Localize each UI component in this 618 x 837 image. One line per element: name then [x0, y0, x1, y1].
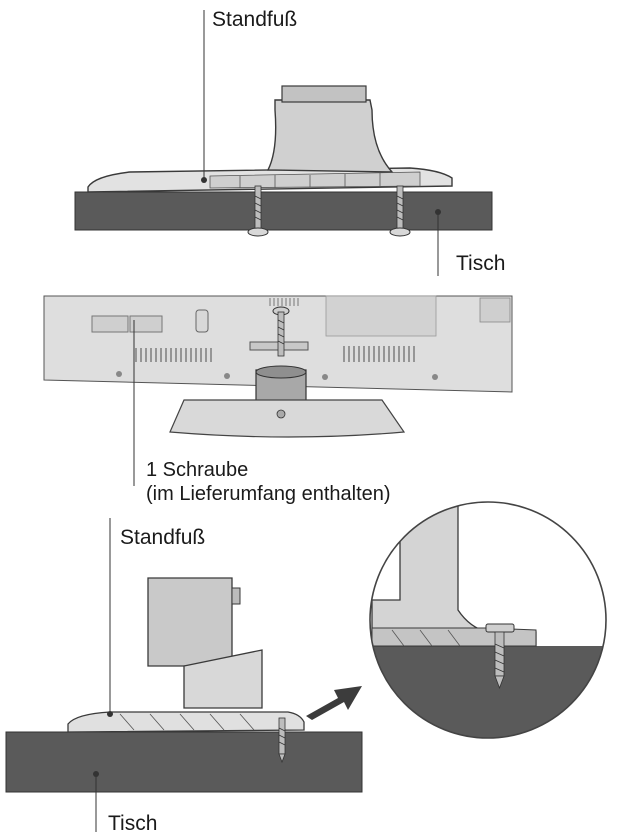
stand-ribs-bottom	[119, 713, 255, 731]
tv-vent-left	[135, 348, 212, 362]
screw-right-top	[389, 185, 411, 237]
label-stand-bottom: Standfuß	[120, 526, 205, 549]
arrow-to-detail	[306, 686, 362, 720]
leader-dot-table-bottom	[93, 771, 99, 777]
stand-base-screw-middle	[276, 409, 286, 419]
stand-neck-cap-top	[281, 85, 367, 103]
detail-screw	[485, 623, 515, 690]
stand-base-middle	[169, 399, 406, 438]
table-slab-bottom	[5, 731, 363, 793]
screw-bottom	[278, 717, 286, 764]
tv-connector-port	[195, 309, 209, 333]
tv-connector-block-1	[91, 315, 129, 333]
label-stand-top: Standfuß	[212, 8, 297, 31]
tv-body-side-tab	[231, 587, 241, 605]
tv-vent-right	[343, 346, 415, 362]
tv-body-side	[147, 577, 233, 667]
detail-table	[370, 646, 606, 738]
panel-top-side-view: Standfuß Tisch	[74, 8, 505, 276]
tv-vent-top	[269, 298, 299, 306]
panel-middle-tv-back: 1 Schraube (im Lieferumfang enthalten)	[43, 295, 513, 505]
screw-middle	[272, 306, 290, 357]
label-table-bottom: Tisch	[108, 812, 157, 835]
label-table-top: Tisch	[456, 252, 505, 275]
label-screw-line1: 1 Schraube	[146, 459, 248, 481]
tv-side-bracket	[479, 297, 511, 323]
stand-neck-ring-middle	[255, 365, 307, 379]
stand-neck-top	[266, 99, 394, 173]
stand-base-detail-top	[209, 171, 421, 189]
panel-bottom-side-view: Standfuß Tisch	[5, 501, 607, 835]
detail-magnifier	[369, 501, 607, 739]
stand-base-bottom	[67, 711, 305, 733]
leader-dot-stand-bottom	[107, 711, 113, 717]
screw-left-top	[247, 185, 269, 237]
tv-label-area	[325, 295, 437, 337]
stand-ribs-top	[239, 173, 381, 188]
tv-screw-holes	[116, 371, 438, 380]
tv-connector-block-2	[129, 315, 163, 333]
table-slab-top	[74, 191, 493, 231]
leader-dot-table-top	[435, 209, 441, 215]
label-screw-line2: (im Lieferumfang enthalten)	[146, 483, 391, 505]
leader-dot-stand-top	[201, 177, 207, 183]
stand-neck-bottom	[183, 649, 263, 709]
